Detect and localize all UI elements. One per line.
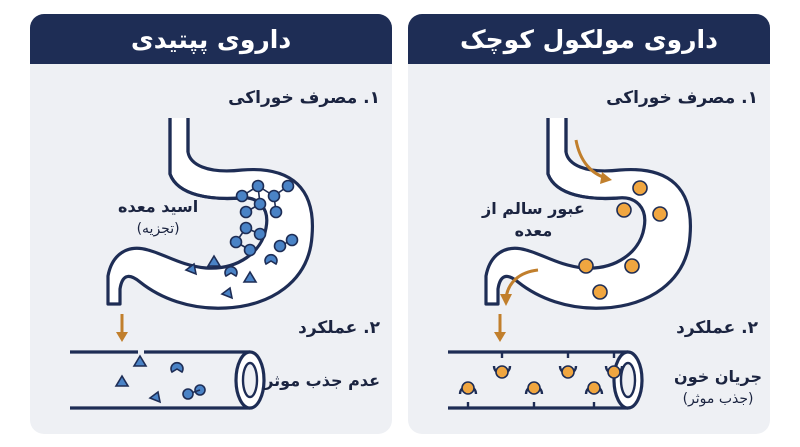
pass-label-line2: معده bbox=[514, 221, 553, 240]
acid-sub-text: (تجزیه) bbox=[136, 221, 180, 237]
small-molecule-panel: داروی مولکول کوچک bbox=[408, 14, 770, 434]
peptide-drug-panel: داروی پپتیدی bbox=[30, 14, 392, 434]
peptide-chain-icon bbox=[184, 179, 299, 300]
small-molecule-icon bbox=[578, 180, 668, 300]
peptide-step1-label: ۱. مصرف خوراکی bbox=[228, 88, 380, 108]
pass-label-line1: عبور سالم از bbox=[482, 199, 585, 218]
acid-label-text: اسید معده bbox=[118, 197, 199, 216]
blood-sub-text: (جذب موثر) bbox=[682, 391, 754, 407]
safe-passage-label: عبور سالم از معده bbox=[482, 198, 585, 242]
small-molecule-step1-label: ۱. مصرف خوراکی bbox=[606, 88, 758, 108]
blood-label-text: جریان خون bbox=[674, 367, 762, 386]
peptide-panel-title: داروی پپتیدی bbox=[30, 14, 392, 64]
no-absorption-label: عدم جذب موثر bbox=[264, 371, 380, 390]
intestine-tube-icon bbox=[70, 347, 266, 410]
blood-stream-label: جریان خون (جذب موثر) bbox=[674, 366, 762, 410]
small-molecule-illustration bbox=[448, 118, 693, 410]
small-molecule-step2-label: ۲. عملکرد bbox=[676, 318, 758, 338]
stomach-icon bbox=[484, 118, 693, 310]
stomach-acid-label: اسید معده (تجزیه) bbox=[118, 196, 198, 240]
intestine-tube-icon bbox=[448, 350, 644, 410]
peptide-step2-label: ۲. عملکرد bbox=[298, 318, 380, 338]
stomach-icon bbox=[106, 118, 315, 310]
small-molecule-panel-title: داروی مولکول کوچک bbox=[408, 14, 770, 64]
peptide-illustration bbox=[70, 118, 315, 410]
